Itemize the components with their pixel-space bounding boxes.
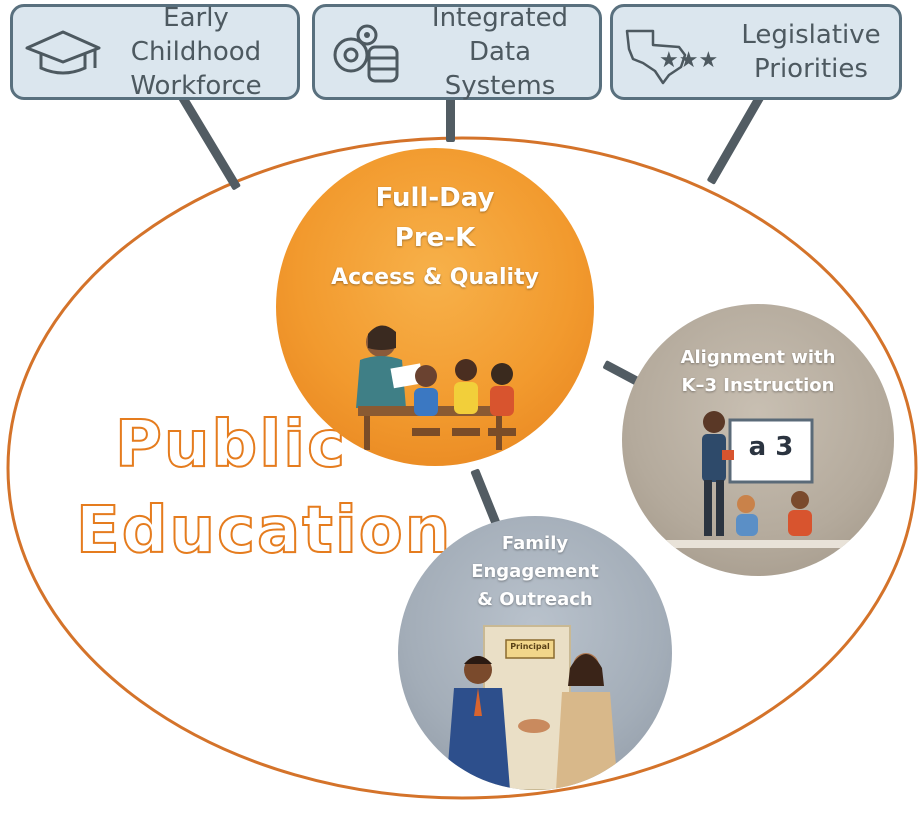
label-line-2: Workforce	[130, 71, 262, 101]
title-line-1: Alignment with	[680, 347, 836, 368]
title-line-2: Pre-K	[394, 223, 476, 253]
connector-data	[446, 96, 455, 142]
title-line-1: Family	[501, 533, 569, 554]
gears-database-icon	[333, 24, 399, 83]
box-integrated-data-systems: Integrated Data Systems	[312, 1, 602, 103]
teacher-reading-illustration	[356, 325, 516, 450]
box-label-legislative: Legislative Priorities	[731, 18, 891, 86]
title-line-1: Full-Day	[375, 183, 495, 213]
handshake-illustration	[446, 625, 618, 790]
label-line-1: Legislative	[741, 20, 881, 50]
classroom-illustration	[662, 411, 852, 548]
label-line-2: Priorities	[754, 54, 868, 84]
box-label-workforce: Early Childhood Workforce	[103, 1, 289, 103]
box-label-data: Integrated Data Systems	[409, 1, 591, 103]
public-education-title: Public Education	[75, 402, 453, 574]
box-legislative-priorities: ★★★ Legislative Priorities	[610, 4, 902, 100]
texas-stars-icon: ★★★	[625, 29, 718, 85]
circle-full-day-pre-k: Full-Day Pre-K Access & Quality	[276, 148, 594, 466]
label-line-1: Integrated Data	[431, 3, 569, 67]
title-line-1: Public	[114, 407, 348, 483]
circle-alignment-k3: Alignment with K–3 Instruction a 3	[622, 304, 894, 576]
title-line-2: Education	[75, 493, 453, 569]
title-line-2: K–3 Instruction	[681, 375, 835, 396]
circle-title-pre-k: Full-Day Pre-K Access & Quality	[276, 178, 594, 298]
circle-title-alignment: Alignment with K–3 Instruction	[622, 344, 894, 400]
label-line-1: Early Childhood	[130, 3, 262, 67]
label-line-2: Systems	[444, 71, 556, 101]
title-line-2: Engagement	[471, 561, 599, 582]
title-line-3: Access & Quality	[331, 265, 539, 290]
door-sign-text: Principal	[510, 642, 550, 651]
svg-text:★★★: ★★★	[659, 48, 718, 73]
circle-family-engagement: Family Engagement & Outreach Principal	[398, 516, 672, 790]
box-early-childhood-workforce: Early Childhood Workforce	[10, 1, 300, 103]
graduation-cap-icon	[25, 30, 101, 75]
board-text: a 3	[748, 432, 794, 462]
title-line-3: & Outreach	[477, 589, 593, 610]
circle-title-family: Family Engagement & Outreach	[398, 530, 672, 614]
